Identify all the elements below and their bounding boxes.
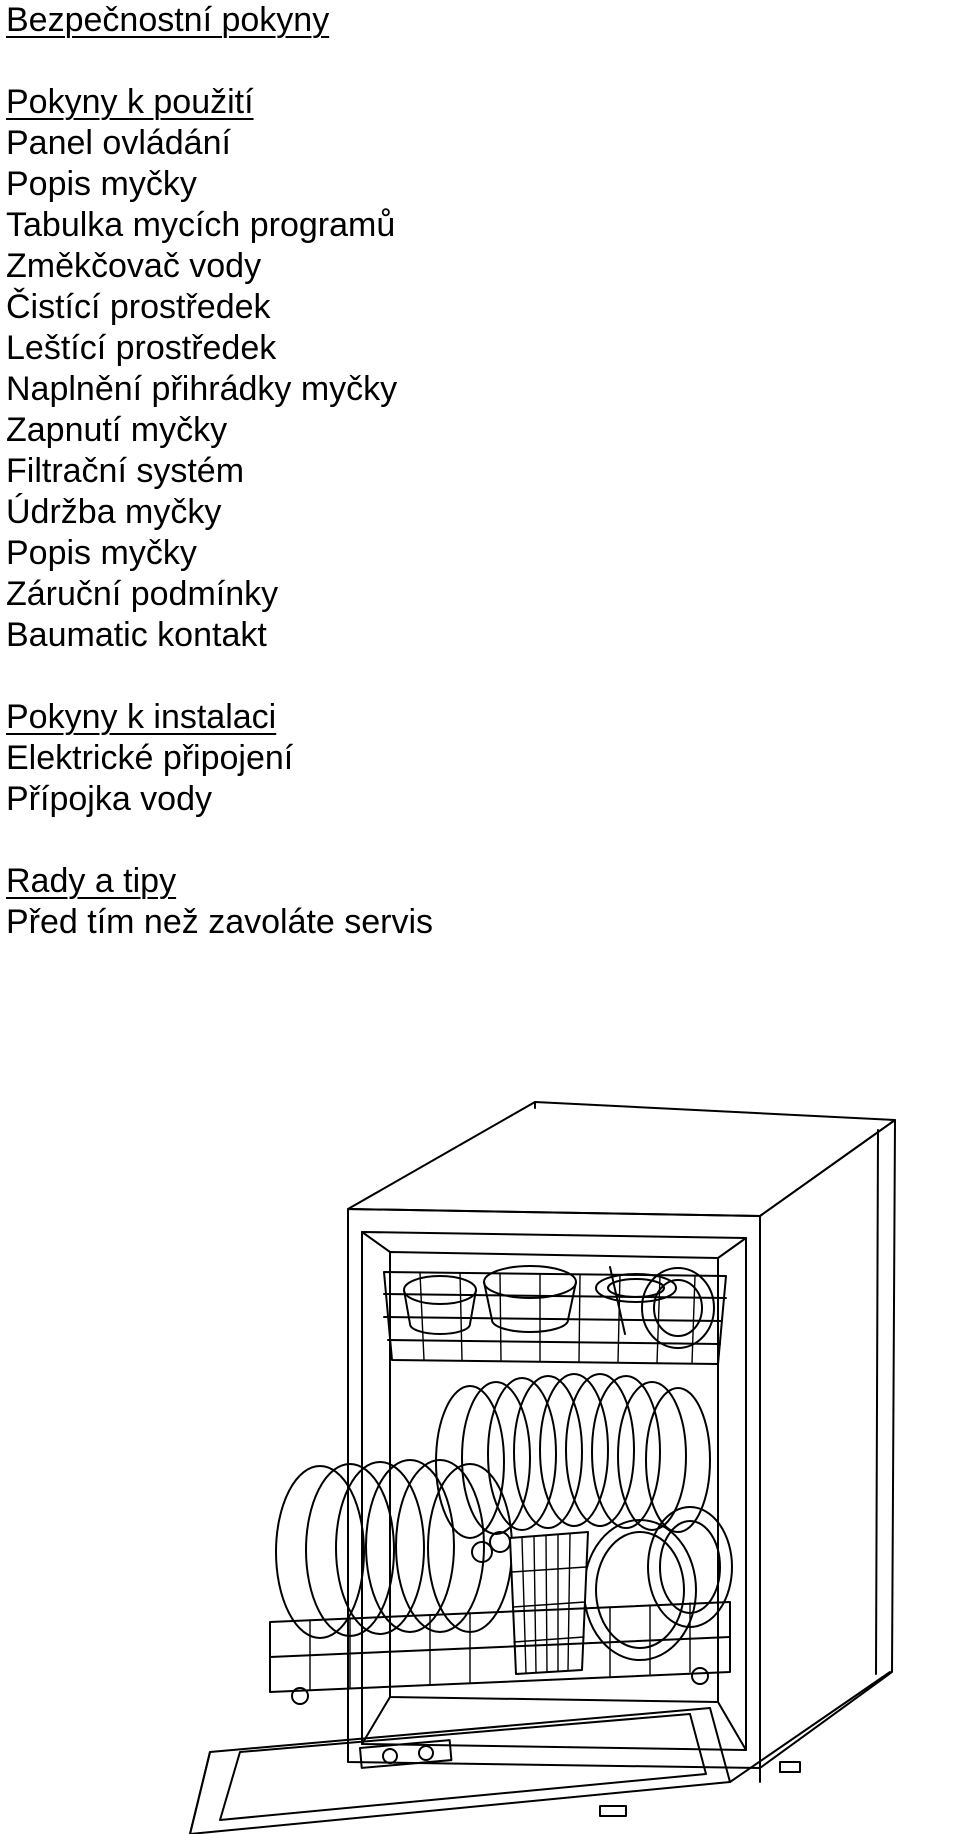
toc-item-control-panel: Panel ovládání [6, 124, 231, 162]
toc-item-detergent: Čistící prostředek [6, 288, 271, 326]
toc-item-program-table: Tabulka mycích programů [6, 206, 396, 244]
dishwasher-illustration [170, 1062, 960, 1834]
toc-item-contact: Baumatic kontakt [6, 616, 267, 654]
toc-spacer [6, 820, 906, 861]
dishwasher-icon [189, 1101, 896, 1834]
toc-item-warranty: Záruční podmínky [6, 575, 279, 613]
toc-item-water-connection: Přípojka vody [6, 780, 212, 818]
toc-item-rinse-aid: Leštící prostředek [6, 329, 277, 367]
toc-item-filter-system: Filtrační systém [6, 452, 245, 490]
toc-item-description-2: Popis myčky [6, 534, 197, 572]
toc-heading-installation: Pokyny k instalaci [6, 698, 277, 736]
toc-spacer [6, 656, 906, 697]
toc-item-water-softener: Změkčovač vody [6, 247, 262, 285]
table-of-contents: Bezpečnostní pokyny Pokyny k použití Pan… [6, 0, 906, 943]
toc-item-maintenance: Údržba myčky [6, 493, 222, 531]
toc-spacer [6, 41, 906, 82]
toc-item-switching-on: Zapnutí myčky [6, 411, 228, 449]
toc-item-loading: Naplnění přihrádky myčky [6, 370, 398, 408]
toc-heading-safety: Bezpečnostní pokyny [6, 1, 330, 39]
toc-item-description: Popis myčky [6, 165, 197, 203]
toc-item-before-service: Před tím než zavoláte servis [6, 903, 434, 941]
toc-heading-tips: Rady a tipy [6, 862, 177, 900]
toc-item-electrical: Elektrické připojení [6, 739, 294, 777]
toc-heading-usage: Pokyny k použití [6, 83, 254, 121]
